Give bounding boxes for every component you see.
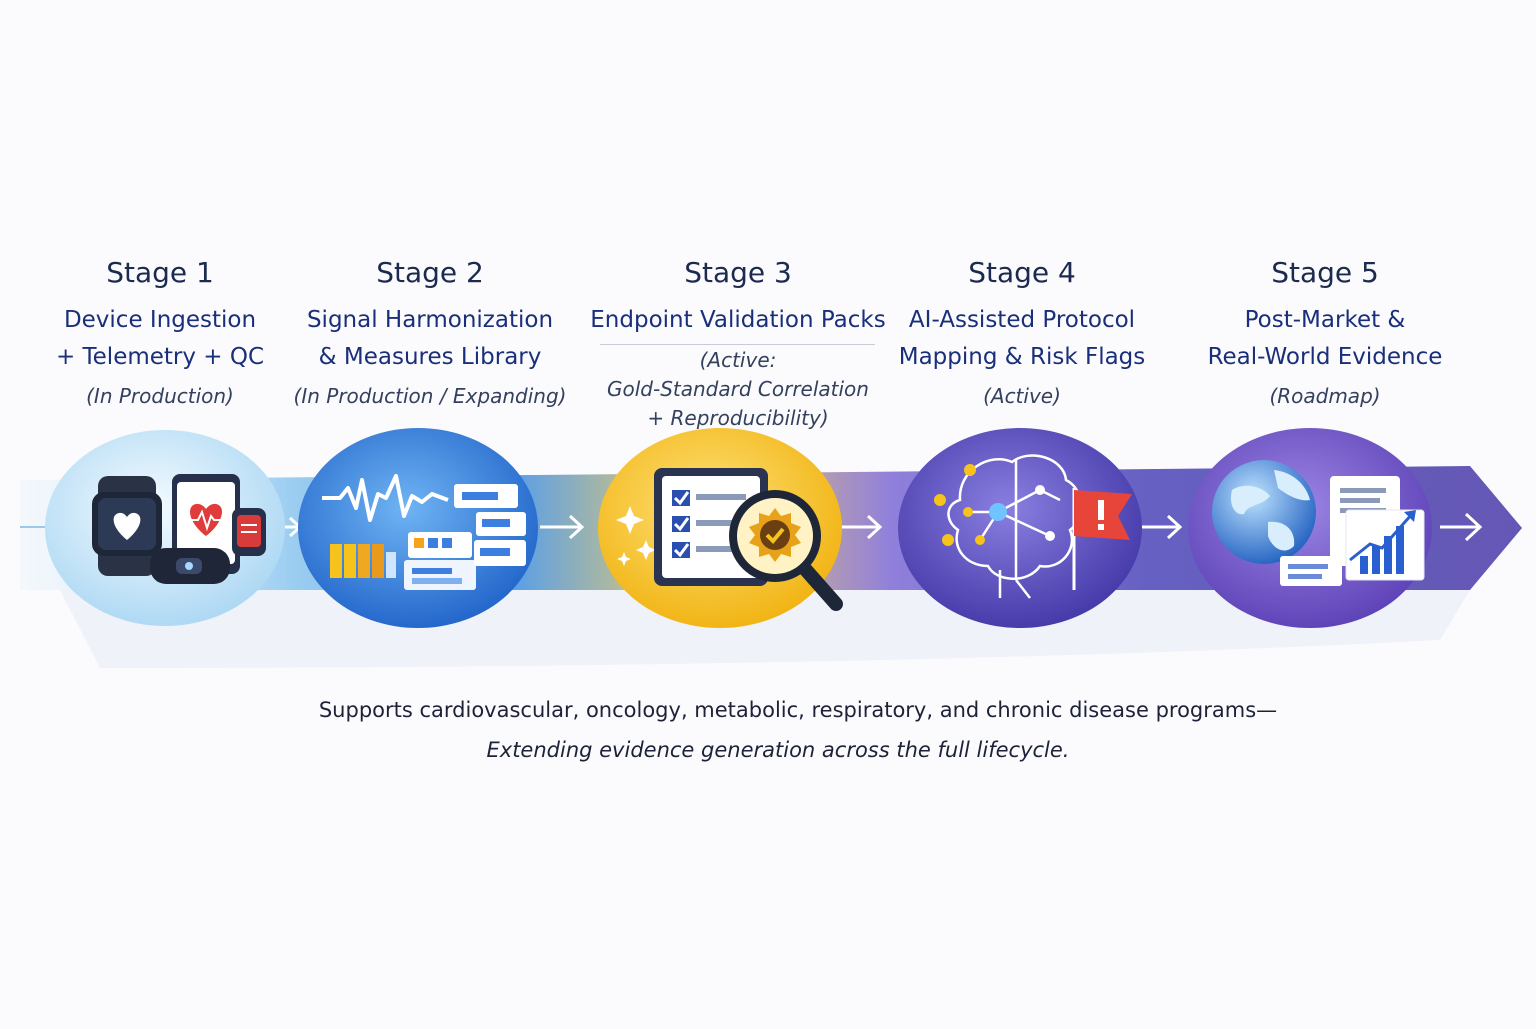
- stage-status-line: (In Production / Expanding): [293, 384, 567, 408]
- wearable-band-icon: [150, 548, 230, 584]
- sparkle-icon: [616, 506, 656, 566]
- stage-title-line: & Measures Library: [318, 344, 542, 370]
- stage-title-line: Real-World Evidence: [1207, 344, 1443, 370]
- stage-status-line: (Active): [983, 384, 1061, 408]
- stage3-title-divider: [600, 344, 875, 345]
- stage-status-line: + Reproducibility): [647, 406, 829, 430]
- stage-title-line: + Telemetry + QC: [55, 344, 265, 370]
- fitness-tracker-icon: [232, 508, 266, 556]
- stage-title-line: Device Ingestion: [63, 307, 257, 333]
- stage-status-line: (In Production): [86, 384, 234, 408]
- stage-number: Stage 1: [106, 256, 214, 289]
- globe-icon: [1212, 460, 1316, 564]
- stage-number: Stage 5: [1271, 256, 1379, 289]
- waveform-icon: [322, 474, 449, 522]
- data-blocks-icon: [404, 484, 526, 590]
- stage-number: Stage 4: [968, 256, 1076, 289]
- bar-chart-icon: [330, 544, 396, 578]
- footer-lifecycle-text: Extending evidence generation across the…: [486, 738, 1070, 762]
- stage-status-line: Gold-Standard Correlation: [607, 377, 869, 401]
- smartwatch-icon: [92, 476, 162, 576]
- stage-number: Stage 2: [376, 256, 484, 289]
- stage-status-line: (Active:: [699, 348, 777, 372]
- magnifier-badge-icon: [729, 490, 843, 611]
- stage-title-line: Endpoint Validation Packs: [590, 307, 886, 333]
- network-nodes: [934, 464, 1055, 546]
- stage-title-line: Signal Harmonization: [306, 307, 554, 333]
- stage-status-line: (Roadmap): [1269, 384, 1381, 408]
- stage-number: Stage 3: [684, 256, 792, 289]
- stage-title-line: AI-Assisted Protocol: [908, 307, 1136, 333]
- warning-flag-icon: [1072, 488, 1132, 590]
- report-chart-icon: [1280, 476, 1425, 586]
- stage-title-line: Post-Market &: [1244, 307, 1406, 333]
- brain-network-icon: [947, 454, 1082, 599]
- stage4-circle: [898, 428, 1142, 628]
- footer-programs-text: Supports cardiovascular, oncology, metab…: [318, 698, 1278, 722]
- stage-title-line: Mapping & Risk Flags: [898, 344, 1146, 370]
